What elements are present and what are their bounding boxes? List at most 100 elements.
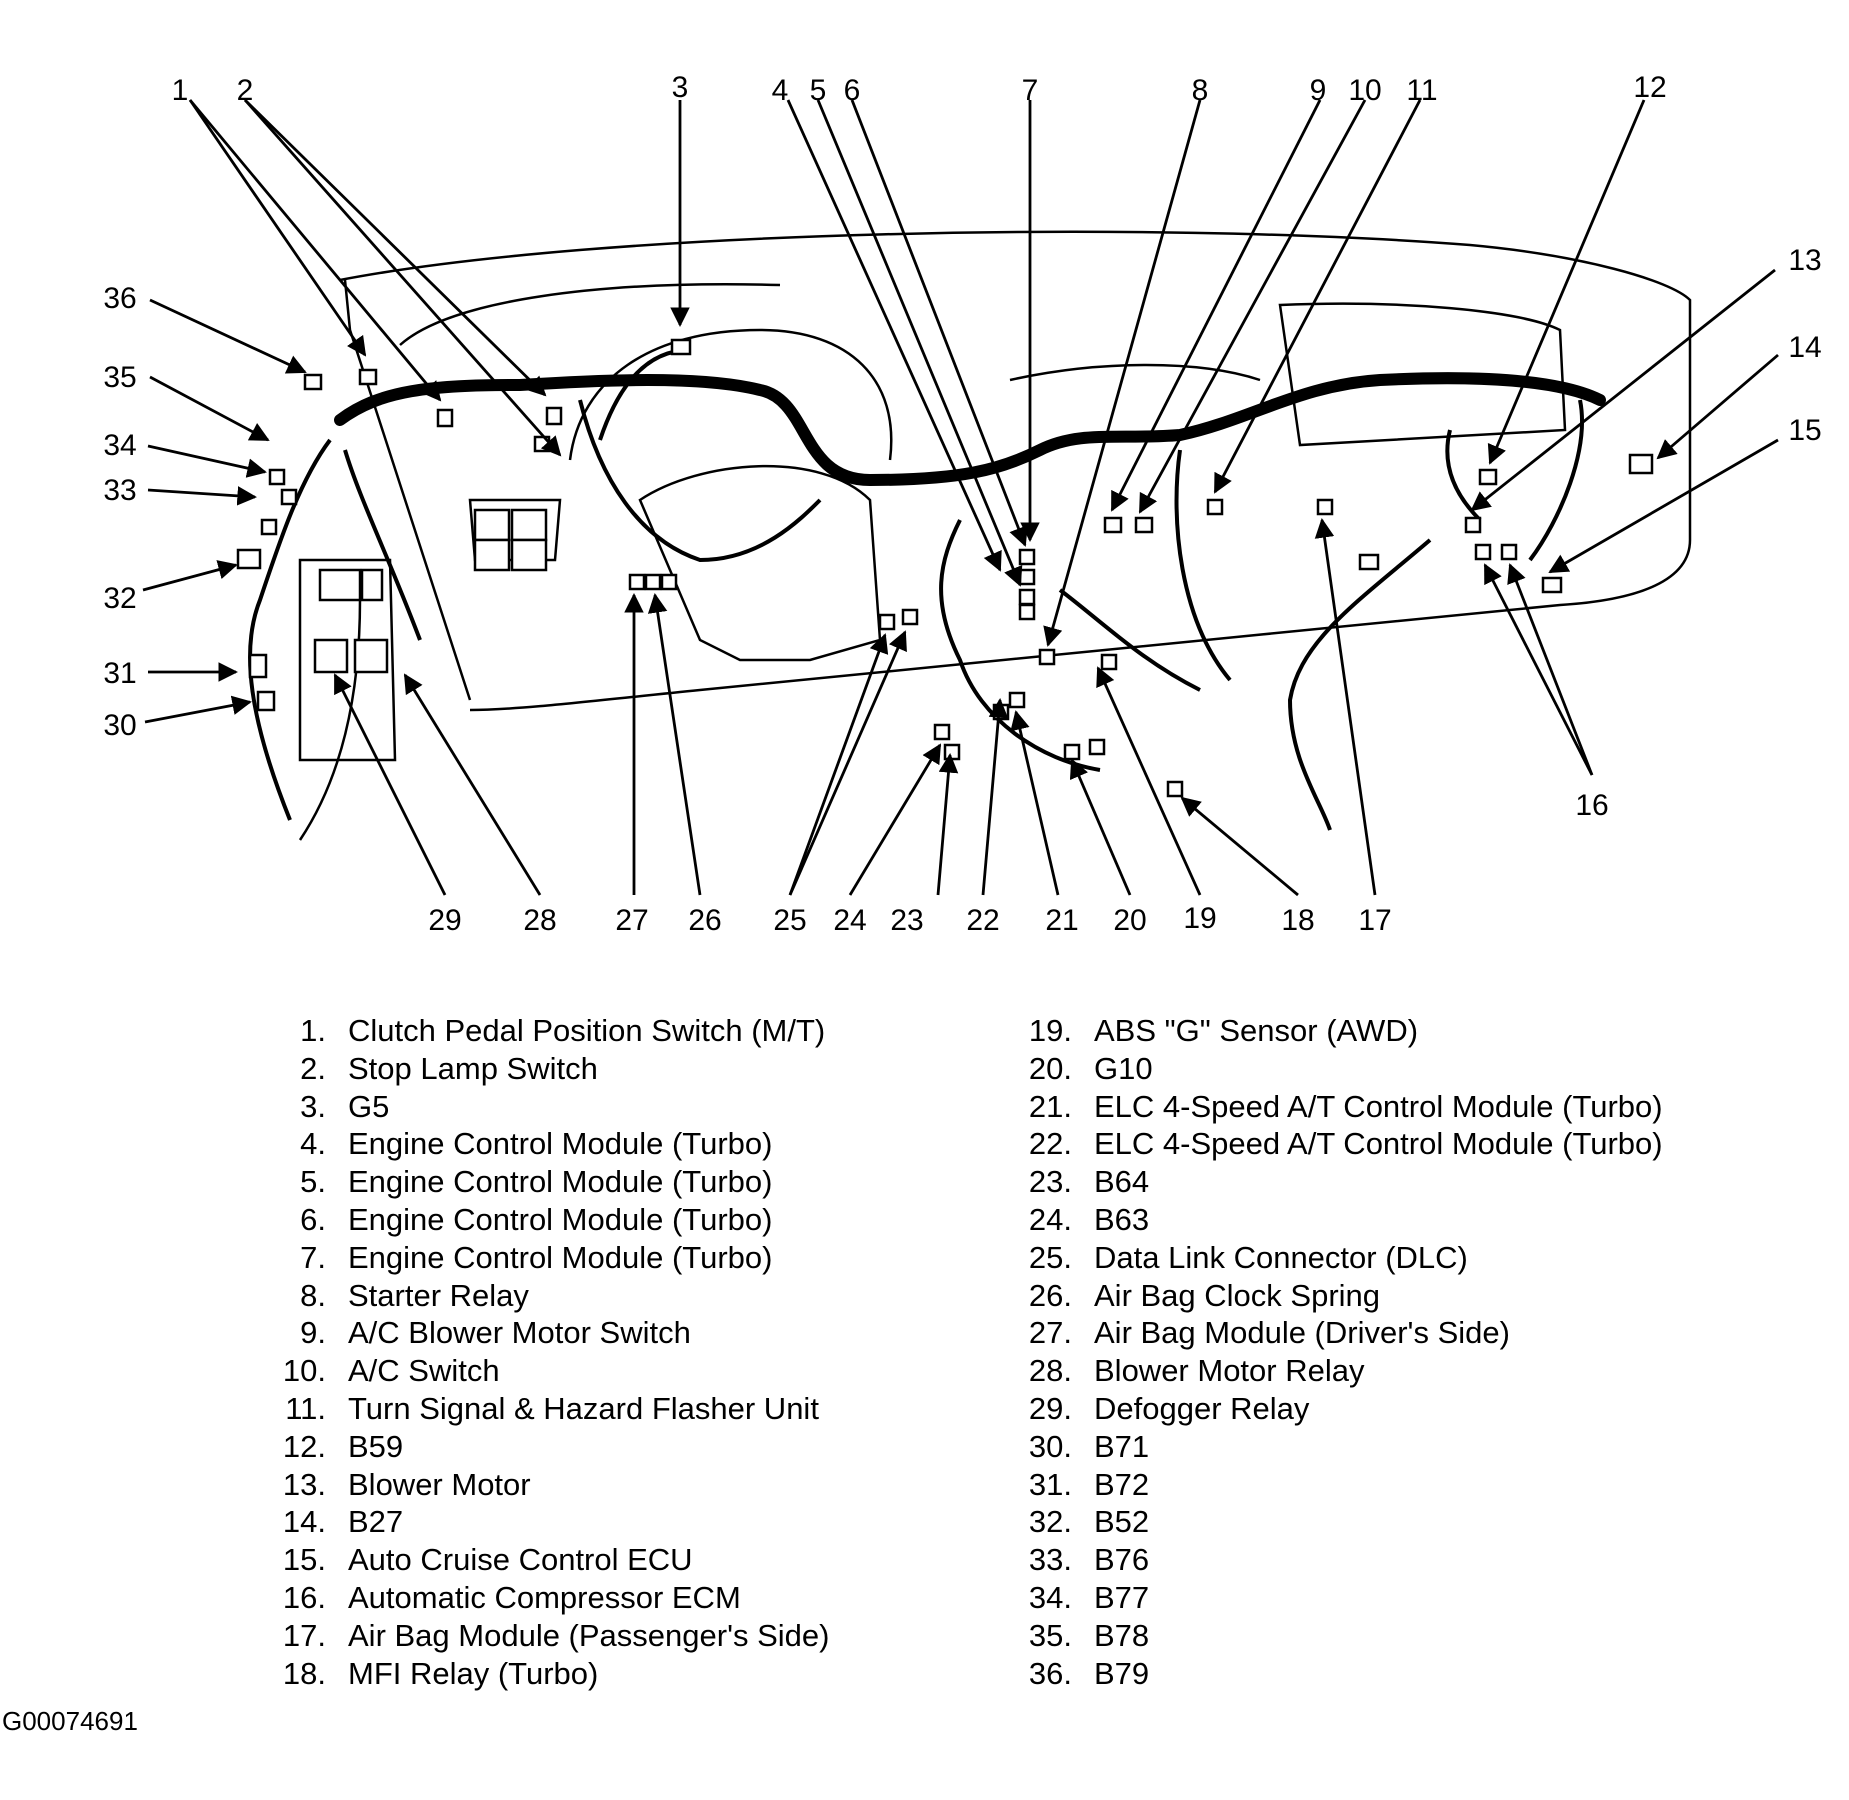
legend-label: MFI Relay (Turbo) [348,1655,599,1691]
legend-item: 30. B71 [1016,1428,1663,1466]
legend-label: B71 [1094,1428,1150,1464]
legend-label: ELC 4-Speed A/T Control Module (Turbo) [1094,1126,1663,1162]
legend-number: 13. [282,1466,326,1502]
callout-14: 14 [1788,331,1821,364]
legend-item: 35. B78 [1016,1617,1663,1655]
leader-lines [142,99,1779,897]
legend-label: B79 [1094,1655,1150,1691]
legend-label: G5 [348,1088,390,1124]
legend-label: Air Bag Module (Driver's Side) [1094,1315,1510,1351]
legend-number: 24. [1028,1201,1072,1237]
legend-number: 25. [1028,1239,1072,1275]
legend-label: Air Bag Clock Spring [1094,1277,1381,1313]
legend-item: 20. G10 [1016,1050,1663,1088]
legend-label: A/C Blower Motor Switch [348,1315,691,1351]
legend-item: 8. Starter Relay [270,1277,829,1315]
legend-label: Turn Signal & Hazard Flasher Unit [348,1390,819,1426]
legend-label: B52 [1094,1504,1150,1540]
legend-number: 4. [300,1126,326,1162]
legend-label: B27 [348,1504,404,1540]
legend-label: Engine Control Module (Turbo) [348,1164,773,1200]
legend-item: 18. MFI Relay (Turbo) [270,1655,829,1693]
figure-id: G00074691 [2,1706,138,1736]
legend-item: 34.B77 [1016,1579,1663,1617]
callout-33: 33 [103,474,136,507]
legend-label: Data Link Connector (DLC) [1094,1239,1468,1275]
legend-number: 16. [282,1579,326,1615]
legend-item: 15.Auto Cruise Control ECU [270,1541,829,1579]
legend-item: 21. ELC 4-Speed A/T Control Module (Turbo… [1016,1088,1663,1126]
callout-29: 29 [428,904,461,937]
callout-4: 4 [772,74,789,107]
legend-number: 19. [1028,1013,1072,1048]
callout-21: 21 [1045,904,1078,937]
callout-6: 6 [844,74,861,107]
legend-label: B64 [1094,1164,1150,1200]
legend-item: 16. Automatic Compressor ECM [270,1579,829,1617]
legend-item: 22.ELC 4-Speed A/T Control Module (Turbo… [1016,1125,1663,1163]
legend-label: Engine Control Module (Turbo) [348,1126,773,1162]
callout-22: 22 [966,904,999,937]
legend-label: ABS "G" Sensor (AWD) [1094,1013,1419,1048]
legend-number: 36. [1028,1655,1072,1691]
legend-item: 26.Air Bag Clock Spring [1016,1277,1663,1315]
legend-number: 21. [1028,1088,1072,1124]
legend-label: B77 [1094,1579,1150,1615]
legend-number: 31. [1028,1466,1072,1502]
legend-label: ELC 4-Speed A/T Control Module (Turbo) [1094,1088,1663,1124]
dashboard-wiring-diagram: 1 2 3 4 5 6 7 8 9 10 11 12 13 14 15 16 1… [103,71,1821,937]
callout-18: 18 [1281,904,1314,937]
callout-26: 26 [688,904,721,937]
legend-number: 8. [300,1277,326,1313]
legend-label: Engine Control Module (Turbo) [348,1201,773,1237]
callout-17: 17 [1358,904,1391,937]
callout-20: 20 [1113,904,1146,937]
legend-item: 28. Blower Motor Relay [1016,1352,1663,1390]
legend-number: 28. [1028,1353,1072,1389]
callout-36: 36 [103,282,136,315]
callout-3: 3 [672,71,689,104]
legend-number: 35. [1028,1617,1072,1653]
legend-item: 9. A/C Blower Motor Switch [270,1314,829,1352]
legend-label: Automatic Compressor ECM [348,1579,741,1615]
legend-item: 10.A/C Switch [270,1352,829,1390]
legend-number: 30. [1028,1428,1072,1464]
legend-item: 2.Stop Lamp Switch [270,1050,829,1088]
legend-label: B78 [1094,1617,1150,1653]
legend-number: 18. [282,1655,326,1691]
callout-31: 31 [103,657,136,690]
legend-item: 36. B79 [1016,1655,1663,1693]
legend-number: 6. [300,1201,326,1237]
legend-label: Starter Relay [348,1277,529,1313]
legend-label: Defogger Relay [1094,1390,1310,1426]
legend-number: 9. [300,1315,326,1351]
legend-item: 7.Engine Control Module (Turbo) [270,1239,829,1277]
legend-number: 20. [1028,1050,1072,1086]
legend-item: 13.Blower Motor [270,1466,829,1504]
legend-label: G10 [1094,1050,1153,1086]
legend-label: Blower Motor Relay [1094,1353,1365,1389]
callout-1: 1 [172,74,189,107]
legend-number: 5. [300,1164,326,1200]
callout-32: 32 [103,582,136,615]
legend-item: 27.Air Bag Module (Driver's Side) [1016,1314,1663,1352]
main-harness [334,372,1606,487]
callout-7: 7 [1022,74,1039,107]
legend-item: 11.Turn Signal & Hazard Flasher Unit [270,1390,829,1428]
callout-15: 15 [1788,414,1821,447]
dashboard-outline [298,230,1692,841]
legend-number: 23. [1028,1164,1072,1200]
legend-number: 12. [282,1428,326,1464]
branch-wiring [248,348,1584,831]
legend-item: 23. B64 [1016,1163,1663,1201]
callout-labels: 1 2 3 4 5 6 7 8 9 10 11 12 13 14 15 16 1… [103,71,1821,937]
callout-11: 11 [1406,74,1437,107]
legend-item: 32.B52 [1016,1503,1663,1541]
legend-label: B72 [1094,1466,1150,1502]
legend-number: 15. [282,1542,326,1578]
callout-23: 23 [890,904,923,937]
legend-item: 6. Engine Control Module (Turbo) [270,1201,829,1239]
legend-item: 17.Air Bag Module (Passenger's Side) [270,1617,830,1655]
legend-number: 29. [1028,1390,1072,1426]
legend-item: 33.B76 [1016,1541,1663,1579]
